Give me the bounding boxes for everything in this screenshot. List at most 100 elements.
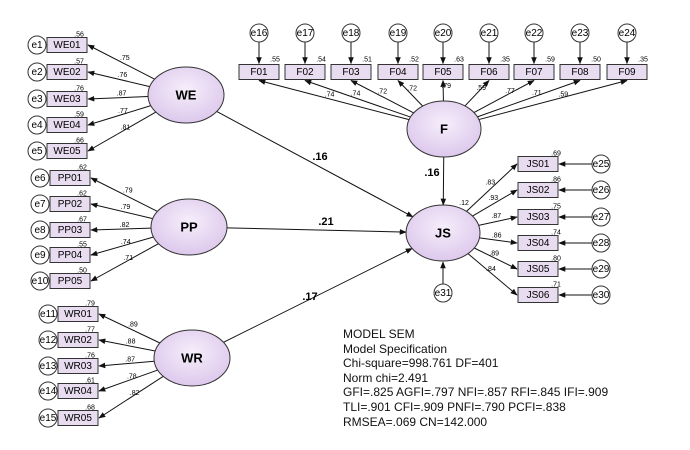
indicator-box xyxy=(46,117,88,133)
r-squared-label: .67 xyxy=(77,216,87,223)
loading-label: .88 xyxy=(126,338,136,345)
loading-path-f03 xyxy=(350,80,414,114)
path-coefficient: .16 xyxy=(312,151,327,163)
indicator-box xyxy=(330,64,372,80)
error-label: e3 xyxy=(31,94,43,105)
loading-path-f01 xyxy=(258,79,410,121)
error-term xyxy=(249,23,269,43)
error-label: e19 xyxy=(390,28,407,39)
indicator-box xyxy=(517,182,559,198)
error-term xyxy=(30,245,50,265)
latent-factor-label: WE xyxy=(176,87,197,102)
loading-path-we01 xyxy=(87,44,155,80)
loading-label: .74 xyxy=(325,91,335,98)
loading-label: .89 xyxy=(489,250,499,257)
loading-label: .59 xyxy=(558,91,568,98)
error-term xyxy=(591,233,611,253)
error-term xyxy=(27,115,47,135)
indicator-box xyxy=(517,261,559,277)
indicator-label: WR05 xyxy=(64,413,92,424)
latent-factor-wr xyxy=(153,329,231,387)
indicator-label: F06 xyxy=(480,67,498,78)
r-squared-label: .75 xyxy=(551,203,561,210)
error-label: e24 xyxy=(619,28,636,39)
chi-square-stat: Chi-square=998.761 DF=401 xyxy=(343,356,499,371)
loading-path-f08 xyxy=(477,79,581,118)
r-squared-label: .76 xyxy=(85,352,95,359)
error-term xyxy=(30,220,50,240)
model-fit-summary: MODEL SEM Model Specification Chi-square… xyxy=(343,327,608,429)
loading-path-pp01 xyxy=(90,177,158,212)
r-squared-label: .56 xyxy=(74,31,84,38)
error-label: e13 xyxy=(40,361,57,372)
indicator-box xyxy=(517,209,559,225)
error-label: e8 xyxy=(34,225,46,236)
indicator-label: JS06 xyxy=(527,290,550,301)
indicator-box xyxy=(46,64,88,80)
error-label: e17 xyxy=(297,28,314,39)
indicator-box xyxy=(422,64,464,80)
loading-path-we02 xyxy=(87,70,150,88)
loading-path-wr02 xyxy=(98,338,156,352)
indicator-label: WR02 xyxy=(64,335,92,346)
loading-path-we05 xyxy=(87,111,157,152)
indicator-label: WE04 xyxy=(53,120,81,131)
error-term xyxy=(38,356,58,376)
error-term xyxy=(27,62,47,82)
indicator-label: WR03 xyxy=(64,361,92,372)
path-coefficient: .16 xyxy=(424,167,439,179)
error-term xyxy=(591,285,611,305)
r-squared-label: .69 xyxy=(551,150,561,157)
indicator-label: F01 xyxy=(250,67,268,78)
loading-label: .78 xyxy=(127,373,137,380)
r-squared-label: .57 xyxy=(74,58,84,65)
error-term xyxy=(341,23,361,43)
loading-path-wr01 xyxy=(98,313,161,344)
error-label: e2 xyxy=(31,67,43,78)
r-squared-label: .59 xyxy=(545,56,555,63)
error-label: e6 xyxy=(34,173,46,184)
path-coefficient: .17 xyxy=(302,291,317,303)
loading-path-js03 xyxy=(478,215,518,226)
loading-path-js05 xyxy=(474,247,518,270)
error-label: e7 xyxy=(34,199,46,210)
loading-label: .84 xyxy=(486,266,496,273)
loading-path-pp03 xyxy=(90,227,152,233)
error-term xyxy=(524,23,544,43)
loading-path-we04 xyxy=(87,105,152,126)
indicator-label: JS05 xyxy=(527,264,550,275)
r-squared-label: .50 xyxy=(77,267,87,274)
loading-path-f02 xyxy=(304,79,411,118)
diagram-nodes: WE01e1WE02e2WE03e3WE04e4WE05e5PP01e6PP02… xyxy=(27,23,648,428)
error-label: e29 xyxy=(593,264,610,275)
loading-label: .87 xyxy=(117,91,127,98)
loading-label: .86 xyxy=(492,232,502,239)
error-term xyxy=(38,330,58,350)
loading-path-wr04 xyxy=(98,369,158,392)
error-label: e16 xyxy=(251,28,268,39)
disturbance-label: e31 xyxy=(435,288,452,299)
loading-label: .82 xyxy=(130,390,140,397)
error-label: e14 xyxy=(40,386,57,397)
error-label: e26 xyxy=(593,185,610,196)
indicator-box xyxy=(517,287,559,303)
latent-factor-js xyxy=(405,204,481,262)
error-label: e4 xyxy=(31,120,43,131)
indicator-label: JS02 xyxy=(527,185,550,196)
loading-path-wr05 xyxy=(98,375,164,419)
error-term xyxy=(30,194,50,214)
error-term xyxy=(38,408,58,428)
r-squared-label: .68 xyxy=(85,404,95,411)
error-term xyxy=(617,23,637,43)
loading-path-js02 xyxy=(472,189,518,217)
loading-path-we03 xyxy=(87,95,149,102)
indicator-box xyxy=(46,143,88,159)
r-squared-label: .63 xyxy=(454,56,464,63)
loading-path-f07 xyxy=(473,80,535,113)
error-label: e11 xyxy=(40,309,56,320)
loading-label: .77 xyxy=(505,88,515,95)
latent-factor-label: PP xyxy=(180,219,198,234)
model-subtitle: Model Specification xyxy=(343,341,448,356)
indicator-box xyxy=(46,37,88,53)
loading-label: .74 xyxy=(121,239,131,246)
